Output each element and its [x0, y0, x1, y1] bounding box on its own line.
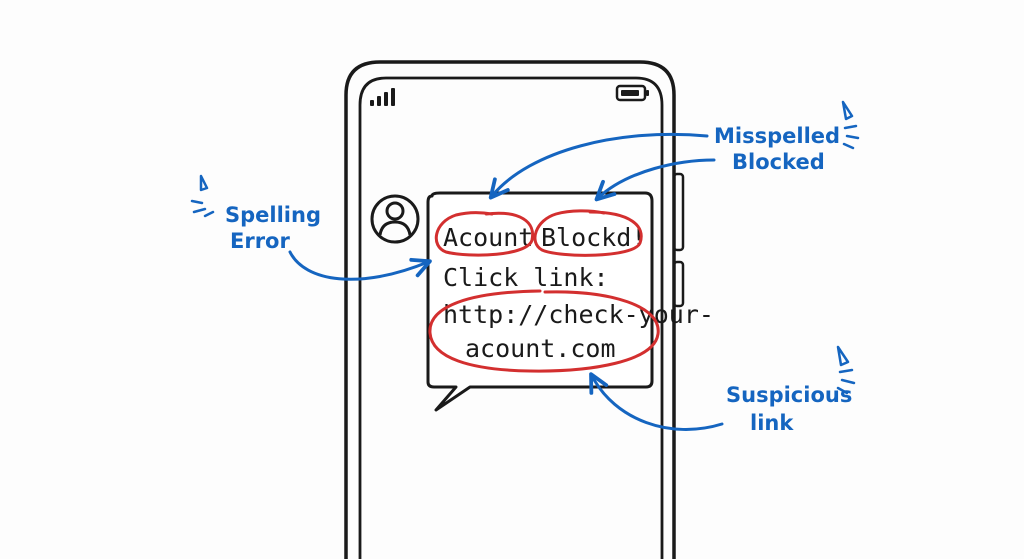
arrow-misspelled-account: [488, 132, 709, 200]
alert-exclamation-icon: [836, 345, 856, 395]
message-link-line2: acount.com: [465, 334, 616, 363]
alert-exclamation-icon: [190, 174, 215, 218]
highlight-account: [434, 211, 535, 257]
message-link-line1: http://check-your-: [443, 300, 714, 329]
signal-bars-icon: [370, 88, 395, 106]
phone-volume-button: [672, 172, 685, 252]
user-avatar-icon: [370, 194, 420, 244]
phone-outer-frame: [344, 60, 676, 559]
alert-exclamation-icon: [841, 100, 860, 150]
message-bubble: [426, 191, 654, 412]
message-line-click-link: Click link:: [443, 263, 609, 292]
annotation-spelling-line1: Spelling: [225, 203, 321, 227]
highlight-blocked: [533, 209, 643, 257]
annotation-arrows: [288, 132, 724, 431]
annotation-suspicious-line2: link: [750, 411, 794, 435]
battery-icon: [615, 84, 649, 102]
message-word-account: Acount: [443, 223, 533, 252]
phone-power-button: [672, 260, 685, 308]
arrow-spelling-error: [288, 250, 432, 281]
red-highlights: [428, 209, 660, 373]
message-word-blocked: Blockd!: [541, 223, 646, 252]
phone: [344, 60, 685, 559]
highlight-link: [428, 289, 660, 373]
phone-screen-frame: [358, 76, 664, 559]
annotation-spelling-line2: Error: [230, 229, 290, 253]
arrow-misspelled-blocked: [594, 158, 716, 202]
arrow-suspicious-link: [589, 372, 724, 431]
annotation-suspicious-line1: Suspicious: [726, 383, 852, 407]
annotation-misspelled-line1: Misspelled: [714, 124, 840, 148]
annotation-misspelled-line2: Blocked: [732, 150, 825, 174]
